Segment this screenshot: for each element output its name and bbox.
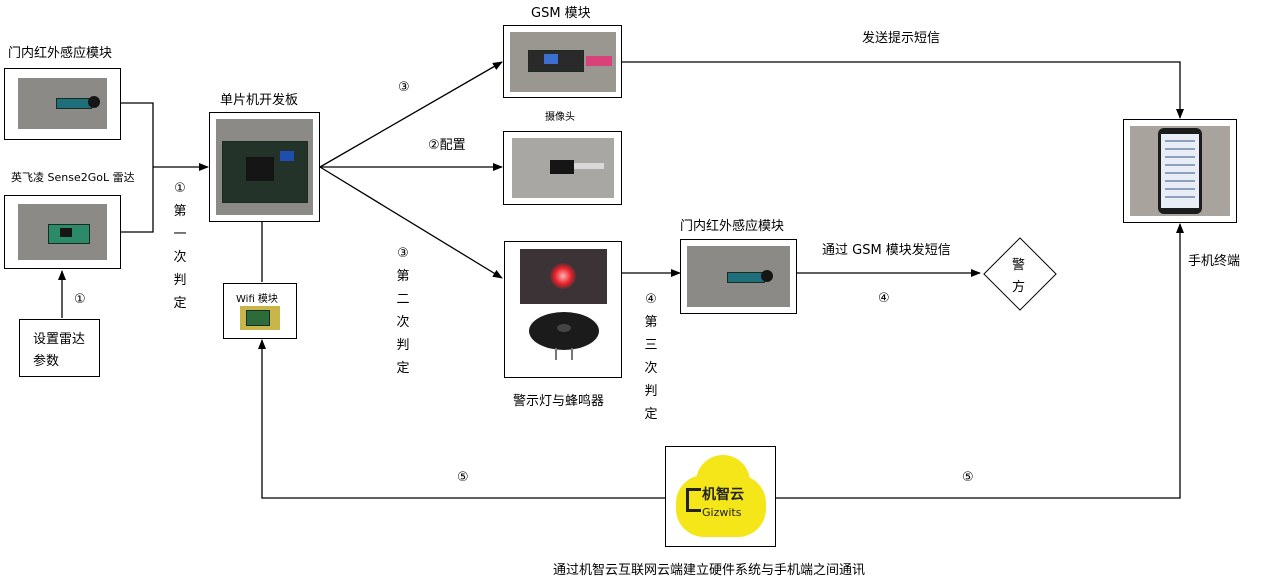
gsm-label: GSM 模块 — [531, 6, 591, 21]
second-judge-char: 二 — [396, 292, 410, 307]
first-judge-char: 判 — [173, 273, 187, 288]
radar-param-node: 设置雷达 参数 — [19, 319, 100, 377]
alarm-label: 警示灯与蜂鸣器 — [513, 394, 605, 409]
third-judge-text: ④ 第 三 次 判 定 — [643, 288, 659, 426]
third-judge-char: 三 — [644, 338, 658, 353]
edge-radar-to-mcu — [120, 167, 154, 233]
first-judge-char: 一 — [173, 227, 187, 242]
second-judge-char: 判 — [396, 338, 410, 353]
camera-photo — [512, 138, 614, 198]
phone-label: 手机终端 — [1188, 254, 1241, 269]
camera-label: 摄像头 — [545, 112, 575, 123]
to-gsm-step: ③ — [398, 80, 410, 95]
radar-photo — [18, 204, 107, 260]
first-judge-char: 定 — [173, 296, 187, 311]
alarm-light-photo — [520, 249, 607, 304]
first-judge-char: ① — [174, 181, 186, 196]
third-judge-char: 次 — [644, 361, 658, 376]
gizwits-logo: 机智云 Gizwits — [674, 453, 768, 541]
third-judge-char: ④ — [645, 292, 657, 307]
buzzer-icon — [529, 312, 599, 360]
camera-node — [503, 131, 622, 205]
phone-node — [1123, 119, 1237, 223]
radar-param-line-1: 设置雷达 — [33, 332, 86, 347]
sms-hint-label: 发送提示短信 — [862, 31, 941, 46]
gsm-photo — [510, 32, 616, 92]
first-judge-char: 第 — [173, 204, 187, 219]
door-ir-node-2 — [680, 239, 797, 314]
door-ir-photo-2 — [687, 246, 790, 307]
second-judge-text: ③ 第 二 次 判 定 — [395, 242, 411, 380]
door-ir-label-1: 门内红外感应模块 — [8, 46, 113, 61]
door-ir-node-1 — [4, 68, 121, 140]
radar-param-step: ① — [74, 292, 86, 307]
diagram-caption: 通过机智云互联网云端建立硬件系统与手机端之间通讯 — [553, 563, 866, 578]
first-judge-text: ① 第 一 次 判 定 — [172, 177, 188, 315]
gizwits-node: 机智云 Gizwits — [665, 446, 776, 547]
mcu-label: 单片机开发板 — [220, 93, 299, 108]
door-ir-label-2: 门内红外感应模块 — [680, 219, 785, 234]
police-step: ④ — [878, 291, 890, 306]
radar-node — [4, 195, 121, 269]
gizwits-g-icon — [686, 488, 701, 512]
edge-mcu-to-gsm — [319, 61, 503, 168]
police-line-1: 警 — [1012, 258, 1026, 273]
edge-gizwits-to-phone — [776, 223, 1184, 499]
first-judge-char: 次 — [173, 250, 187, 265]
phone-icon — [1158, 128, 1202, 214]
gsm-node — [503, 25, 622, 98]
second-judge-char: 第 — [396, 269, 410, 284]
third-judge-char: 第 — [644, 315, 658, 330]
phone-photo — [1130, 126, 1230, 216]
edge-gizwits-to-wifi — [258, 339, 665, 499]
third-judge-char: 判 — [644, 384, 658, 399]
door-ir-photo-1 — [18, 78, 107, 129]
gizwits-cn-label: 机智云 — [702, 487, 744, 503]
gsm-sms-label: 通过 GSM 模块发短信 — [822, 243, 951, 258]
gizwits-en-label: Gizwits — [702, 506, 742, 519]
mcu-photo — [216, 119, 313, 215]
cloud-right-step: ⑤ — [962, 470, 974, 485]
edge-gsm-to-phone — [622, 61, 1184, 119]
radar-param-line-2: 参数 — [33, 354, 60, 369]
edge-door-ir-to-mcu — [120, 102, 154, 167]
cloud-left-step: ⑤ — [457, 470, 469, 485]
wifi-node: Wifi 模块 — [223, 283, 297, 339]
second-judge-char: 次 — [396, 315, 410, 330]
police-line-2: 方 — [1012, 280, 1026, 295]
wifi-photo — [240, 306, 280, 330]
configure-label: ②配置 — [428, 138, 466, 153]
radar-label: 英飞凌 Sense2GoL 雷达 — [11, 171, 135, 184]
wifi-label: Wifi 模块 — [236, 294, 278, 305]
edge-mcu-to-alarm — [319, 166, 503, 279]
alarm-node — [504, 241, 622, 378]
second-judge-char: ③ — [397, 246, 409, 261]
third-judge-char: 定 — [644, 407, 658, 422]
second-judge-char: 定 — [396, 361, 410, 376]
mcu-node — [209, 112, 320, 222]
